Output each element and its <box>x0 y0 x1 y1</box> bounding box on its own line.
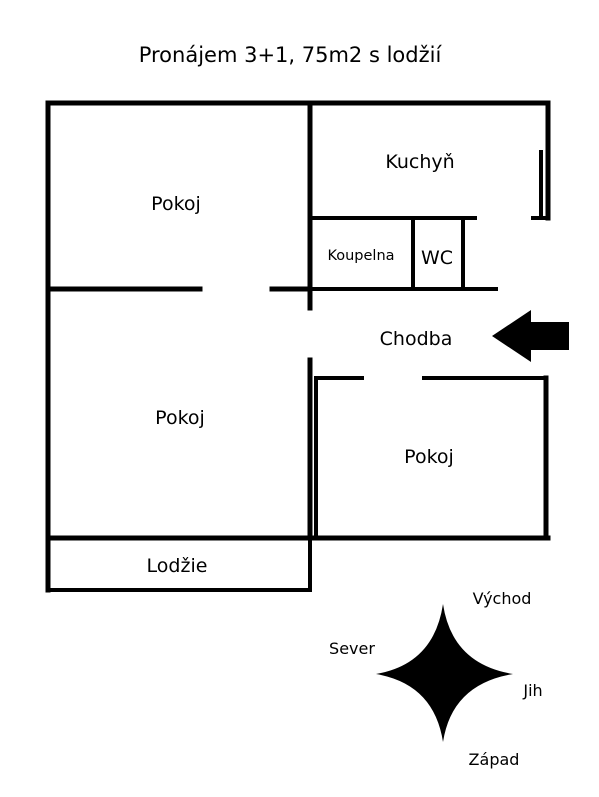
plan-title: Pronájem 3+1, 75m2 s lodžií <box>139 43 443 67</box>
compass-star-icon <box>376 604 513 742</box>
room-label-pokoj-top-left: Pokoj <box>151 193 201 215</box>
room-label-koupelna: Koupelna <box>327 248 394 264</box>
room-label-kuchyn: Kuchyň <box>385 151 454 173</box>
room-label-pokoj-bottom-right: Pokoj <box>404 446 454 468</box>
room-label-chodba: Chodba <box>380 328 453 350</box>
walls <box>45 100 551 593</box>
room-label-pokoj-middle-left: Pokoj <box>155 407 205 429</box>
compass-label-vychod: Východ <box>473 589 532 608</box>
room-label-lodzie: Lodžie <box>147 555 208 577</box>
entrance-arrow-icon <box>492 310 569 362</box>
compass-label-zapad: Západ <box>469 750 520 769</box>
compass-label-jih: Jih <box>522 681 542 700</box>
room-label-wc: WC <box>421 247 453 269</box>
compass-label-sever: Sever <box>329 639 375 658</box>
